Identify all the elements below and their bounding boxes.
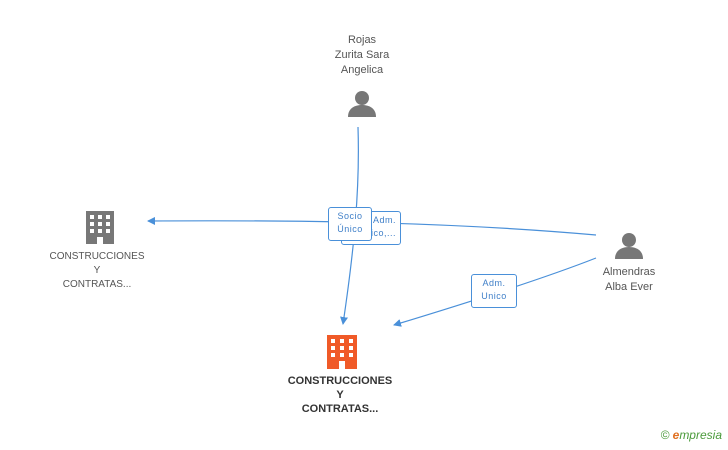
edge-label-line: Único — [337, 224, 363, 234]
label-line: CONTRATAS... — [62, 279, 132, 290]
label-line: Angelica — [340, 64, 384, 76]
label-line: CONTRATAS... — [301, 403, 379, 415]
person-icon — [348, 91, 376, 117]
label-line: Almendras — [602, 266, 656, 278]
label-line: Y — [93, 265, 101, 276]
label-line: Rojas — [347, 34, 377, 46]
brand-name: mpresia — [679, 428, 722, 442]
brand-initial: e — [672, 428, 680, 442]
edge-label-socio-unico[interactable]: Socio Único — [328, 207, 372, 241]
label-line: CONSTRUCCIONES — [49, 251, 145, 262]
edge-label-line: Adm. — [372, 215, 396, 225]
company-label-left[interactable]: CONSTRUCCIONES Y CONTRATAS... — [37, 250, 157, 292]
edge-label-line: Adm. — [482, 278, 506, 288]
edge-label-line: Unico — [481, 291, 507, 301]
edge-label-line: Socio — [337, 211, 363, 221]
edge-label-line: Unico,... — [358, 228, 396, 238]
company-label-main[interactable]: CONSTRUCCIONES Y CONTRATAS... — [270, 374, 410, 416]
person-label-rojas[interactable]: Rojas Zurita Sara Angelica — [312, 33, 412, 78]
label-line: Zurita Sara — [334, 49, 390, 61]
label-line: CONSTRUCCIONES — [287, 375, 393, 387]
copyright-icon: © — [660, 428, 670, 442]
edge-label-adm-unico[interactable]: Adm. Unico — [471, 274, 517, 308]
label-line: Y — [336, 389, 344, 401]
person-label-almendras[interactable]: Almendras Alba Ever — [579, 265, 679, 295]
label-line: Alba Ever — [605, 281, 653, 293]
empresia-brand[interactable]: ©empresia — [661, 428, 722, 442]
building-icon — [327, 335, 357, 369]
building-icon — [86, 211, 114, 244]
person-icon — [615, 233, 643, 259]
